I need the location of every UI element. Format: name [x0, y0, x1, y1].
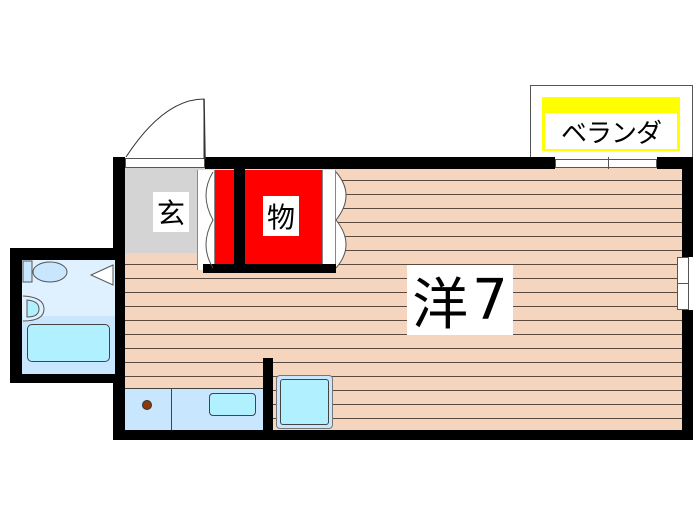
entrance-door-swing[interactable]: [124, 97, 208, 161]
entrance-label: 玄: [153, 192, 189, 232]
closet-door-left[interactable]: [197, 170, 215, 270]
storage-area-small: [215, 170, 234, 267]
washbasin-icon: [89, 264, 114, 286]
storage-label: 物: [263, 196, 299, 236]
room-type-kanji: 洋: [412, 272, 469, 338]
kitchen-counter-divider: [171, 388, 172, 430]
appliance-space-icon: [276, 375, 333, 429]
left-wall-upper: [113, 157, 125, 250]
room-size-tatami: 7: [472, 267, 508, 333]
right-wall-upper: [682, 157, 693, 257]
bathtub-icon: [27, 324, 110, 362]
top-wall-main: [205, 157, 555, 169]
right-wall-lower: [682, 310, 693, 440]
sink-basin-icon: [22, 295, 45, 322]
entrance-door-opening[interactable]: [125, 158, 205, 168]
closet-door-swing-left: [205, 171, 214, 269]
storage-divider-wall: [234, 167, 245, 272]
bottom-wall: [113, 430, 693, 440]
stove-burner-icon: [142, 400, 152, 410]
side-window-mullion: [677, 283, 689, 284]
balcony-window-mullion: [608, 157, 609, 169]
balcony-label: ベランダ: [545, 113, 677, 149]
kitchen-partition-wall: [263, 358, 273, 433]
closet-door-swing-right: [335, 171, 347, 269]
balcony-window[interactable]: [555, 159, 657, 168]
appliance-space-inner: [280, 379, 329, 425]
toilet-icon: [22, 260, 68, 283]
closet-bottom-wall: [203, 264, 336, 273]
kitchen-sink-icon: [209, 393, 256, 416]
